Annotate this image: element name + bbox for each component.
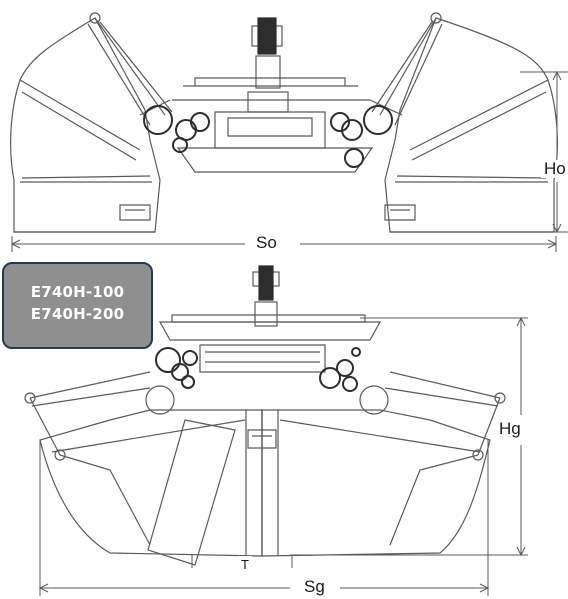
model-name-2: E740H-200 bbox=[30, 305, 125, 323]
model-badge: E740H-100 E740H-200 bbox=[2, 262, 153, 349]
so-dimension-line bbox=[10, 236, 558, 252]
grab-closed-view bbox=[24, 265, 506, 566]
hg-dimension-line bbox=[290, 316, 528, 557]
model-name-1: E740H-100 bbox=[30, 283, 125, 301]
right-shell-open bbox=[384, 17, 558, 233]
ho-label: Ho bbox=[541, 160, 568, 178]
sg-label: Sg bbox=[301, 578, 328, 596]
right-bucket-closed bbox=[261, 409, 491, 557]
t-label: T bbox=[238, 556, 252, 574]
sg-dimension-line bbox=[38, 440, 490, 596]
t-dimension-line bbox=[191, 555, 293, 568]
left-shell-open bbox=[10, 17, 161, 233]
ho-dimension-line bbox=[520, 70, 568, 234]
left-bucket-closed bbox=[39, 409, 263, 557]
grab-open-view bbox=[10, 12, 558, 233]
so-label: So bbox=[253, 234, 280, 252]
hg-label: Hg bbox=[496, 420, 524, 438]
